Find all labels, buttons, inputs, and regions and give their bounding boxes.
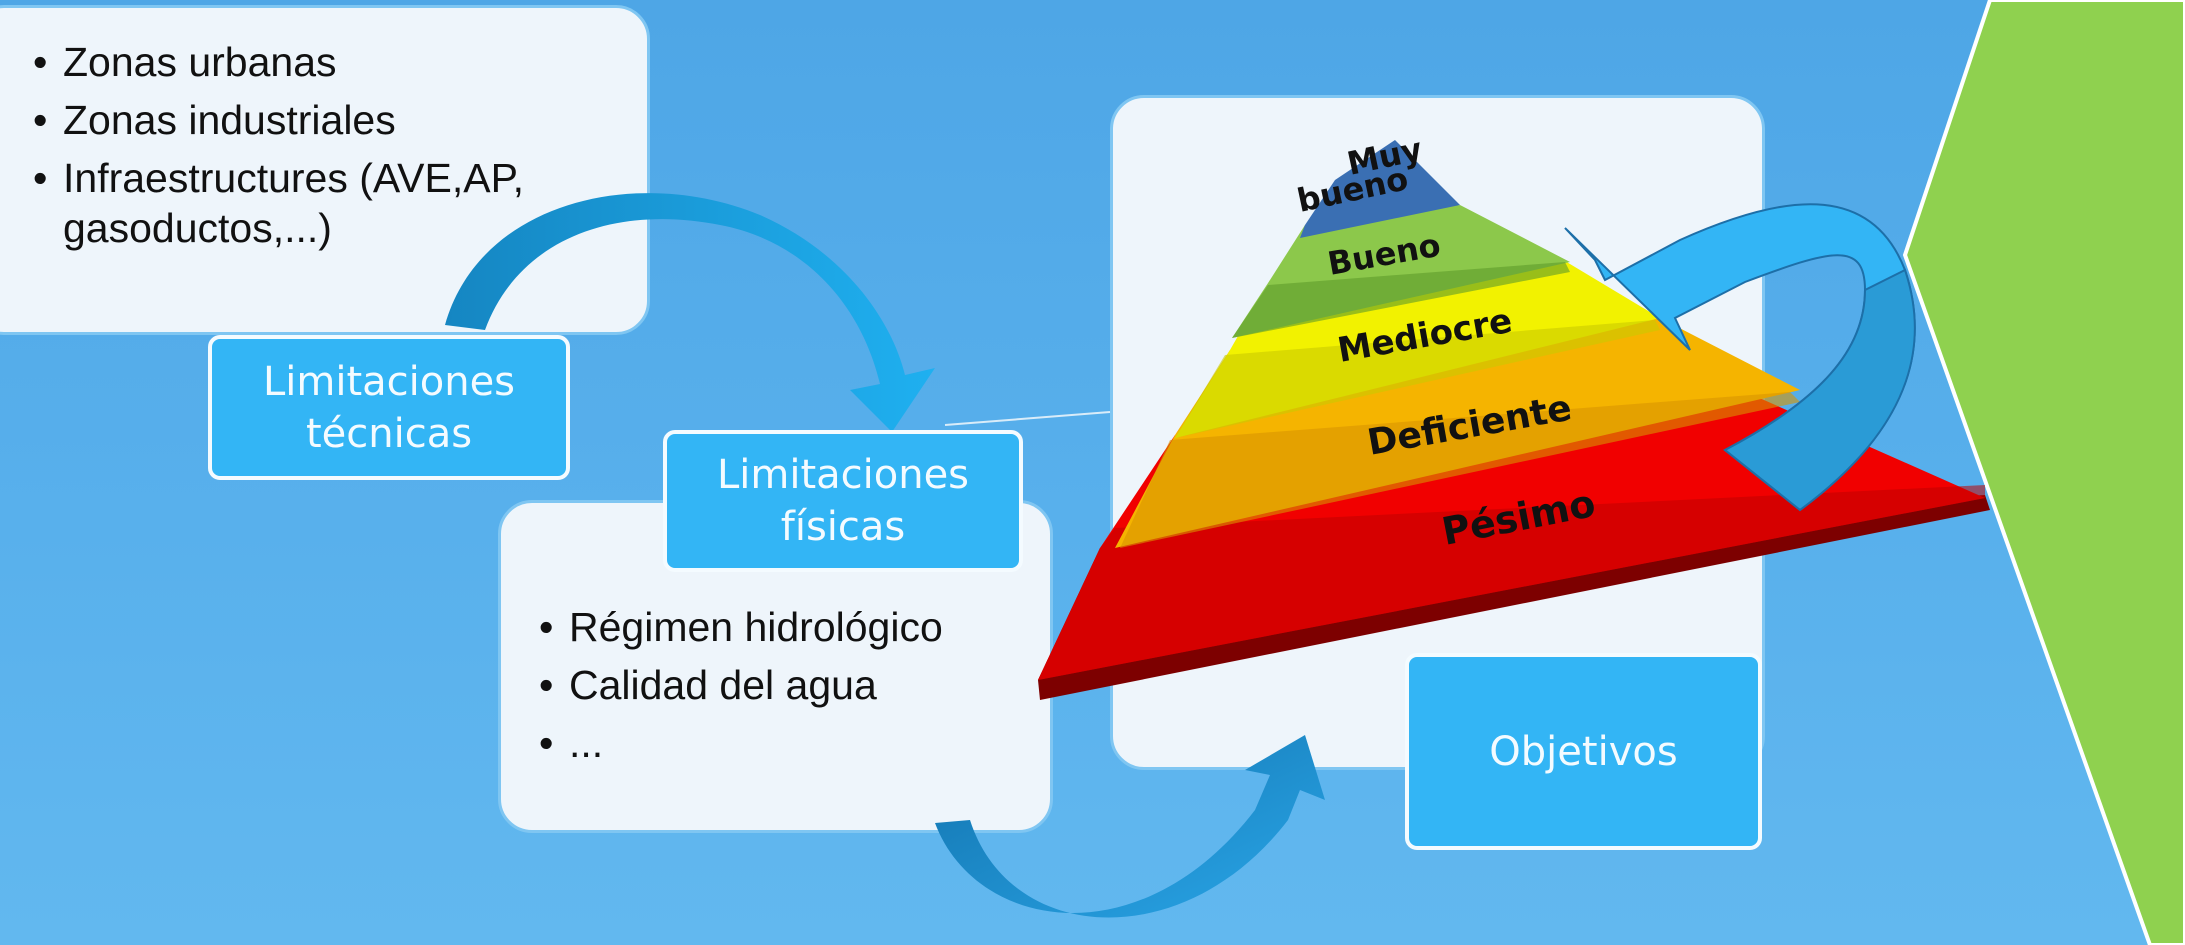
- list-item: Zonas industriales: [33, 96, 627, 145]
- pyramid-level-mediocre-bevel: [1175, 320, 1660, 438]
- pyramid-level-deficiente-bevel: [1120, 392, 1800, 548]
- technical-limitations-label: Limitaciones técnicas: [208, 335, 570, 480]
- physical-list: Régimen hidrológico Calidad del agua ...: [539, 603, 1030, 769]
- objectives-label: Objetivos: [1405, 653, 1762, 850]
- list-item: ...: [539, 719, 1030, 768]
- physical-limitations-label: Limitaciones físicas: [663, 430, 1023, 572]
- connector-line: [944, 411, 1111, 426]
- pyramid-level-muy-bueno: [1300, 140, 1460, 238]
- pyramid-level-bueno-bevel: [1232, 262, 1570, 338]
- technical-limitations-card: Zonas urbanas Zonas industriales Infraes…: [0, 5, 650, 335]
- list-item: Calidad del agua: [539, 661, 1030, 710]
- curved-arrow-physical-to-objectives: [935, 735, 1325, 918]
- side-panel: [1902, 0, 2185, 945]
- list-item: Zonas urbanas: [33, 38, 627, 87]
- technical-list: Zonas urbanas Zonas industriales Infraes…: [33, 38, 627, 253]
- curved-arrow-technical-to-physical: [445, 193, 935, 432]
- list-item: Infraestructures (AVE,AP, gasoductos,...…: [33, 154, 623, 252]
- list-item: Régimen hidrológico: [539, 603, 1030, 652]
- pyramid-level-pesimo-bevel: [1038, 485, 1985, 680]
- curved-arrow-to-mediocre-shade: [1723, 268, 1916, 512]
